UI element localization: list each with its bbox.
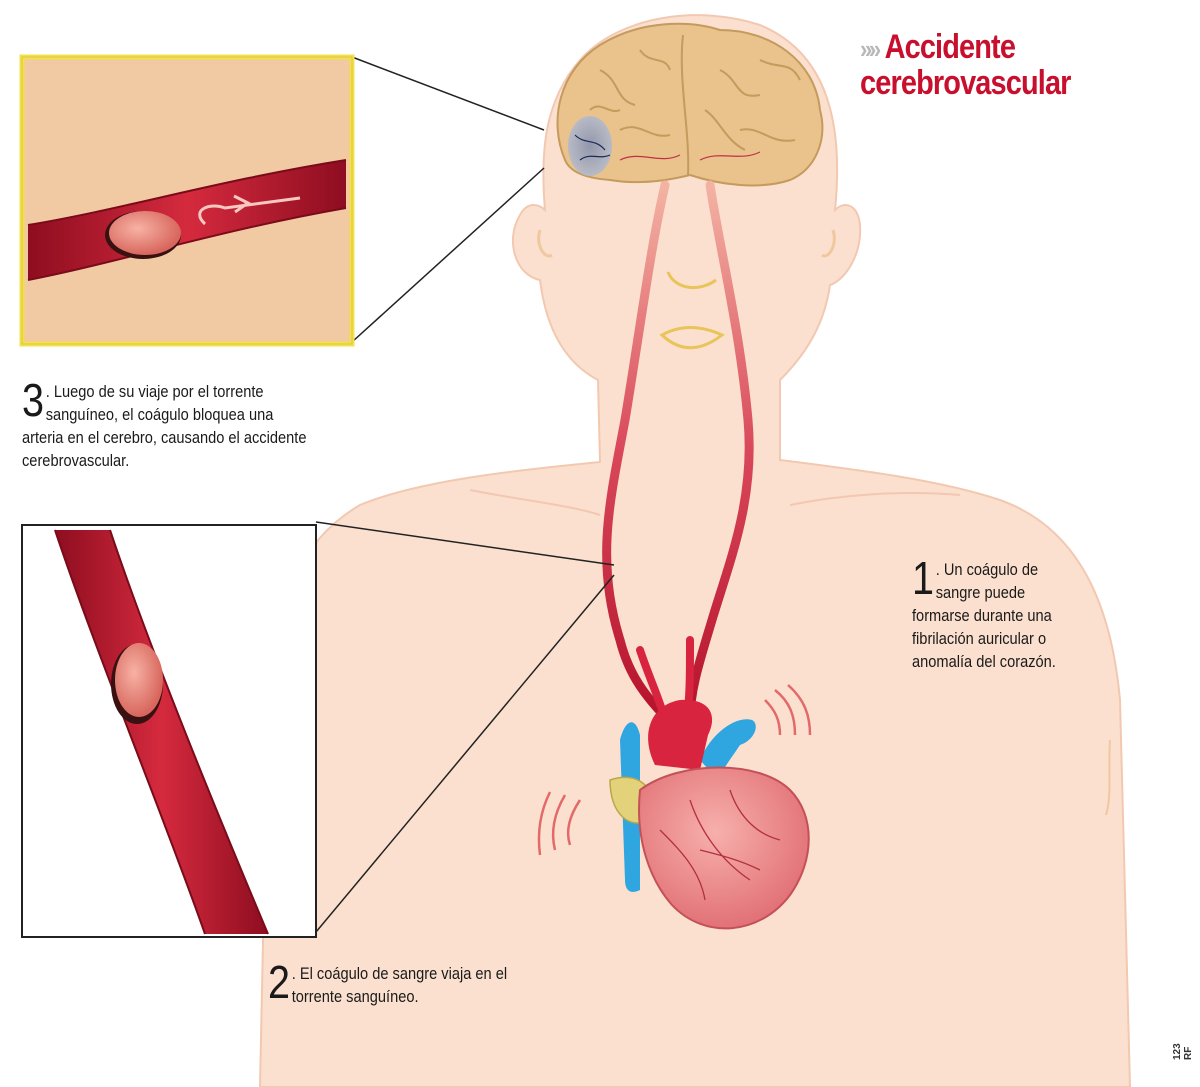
nose	[666, 271, 717, 290]
heart-ventricles	[638, 766, 810, 930]
step-3-caption: 3 . Luego de su viaje por el torrente sa…	[22, 374, 314, 472]
step-3-text: . Luego de su viaje por el torrente sang…	[22, 382, 307, 470]
image-credit: 123 RF	[1172, 1043, 1194, 1060]
step-2-number: 2	[268, 956, 291, 1008]
human-body-figure	[258, 14, 1132, 1087]
inset-artery-2	[55, 530, 268, 934]
callout-lines	[315, 56, 615, 933]
vibration-lines-right	[764, 684, 812, 736]
inset-brain-artery	[19, 54, 355, 347]
vibration-lines-left	[537, 791, 582, 856]
pulmonary-artery	[700, 719, 756, 780]
clot-2	[115, 643, 163, 717]
brain-folds	[589, 49, 801, 151]
step-1-caption: 1 . Un coágulo de sangre puede formarse …	[912, 552, 1071, 673]
step-1-text: . Un coágulo de sangre puede formarse du…	[912, 560, 1056, 671]
heart-illustration	[537, 636, 812, 930]
step-3-number: 3	[22, 374, 45, 426]
coronary-vessels	[659, 789, 781, 901]
step-2-text: . El coágulo de sangre viaja en el torre…	[291, 964, 508, 1006]
title-line-1: Accidente	[884, 28, 1016, 66]
collarbone-left	[469, 489, 601, 516]
clot-1	[109, 211, 181, 255]
inset-bloodstream	[21, 524, 317, 938]
ear-left	[537, 229, 553, 258]
chevron-icon: »»	[860, 34, 881, 64]
mouth	[659, 326, 725, 350]
brain-vessels	[619, 151, 761, 161]
carotid-arteries	[602, 180, 754, 725]
title-line-2: cerebrovascular	[860, 64, 1071, 102]
flow-arrow-head	[233, 194, 251, 214]
blocked-area	[568, 116, 612, 176]
flow-arrow	[198, 196, 301, 226]
arm-crease-right	[1105, 739, 1111, 816]
diagram-title: »»Accidente cerebrovascular	[860, 30, 1071, 100]
brain-illustration	[556, 22, 824, 187]
blocked-vessels	[574, 134, 611, 161]
brain-fissure	[680, 34, 690, 176]
inset-artery-1	[28, 160, 346, 280]
collarbone-right	[789, 492, 961, 506]
ear-right	[821, 229, 836, 258]
step-2-caption: 2 . El coágulo de sangre viaja en el tor…	[268, 956, 526, 1008]
step-1-number: 1	[912, 552, 935, 604]
